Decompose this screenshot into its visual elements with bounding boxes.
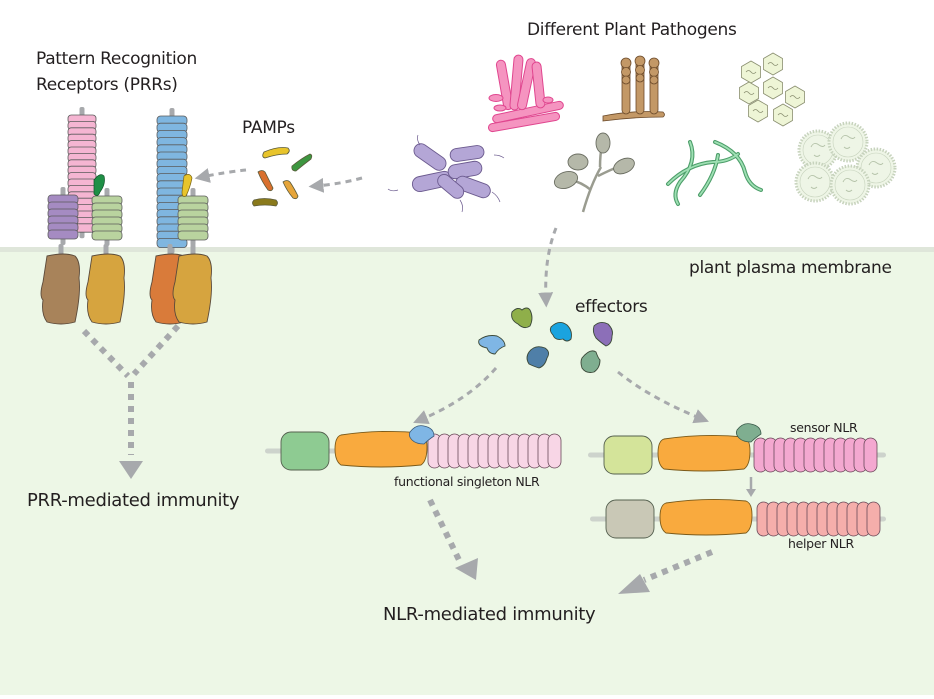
kinase-brown: [40, 253, 80, 325]
effector-green: [511, 307, 533, 329]
pamp-yellow: [262, 147, 290, 159]
prr-green-2-segment: [177, 230, 209, 241]
virus-genome: [767, 86, 779, 90]
pamp-bound-yellow: [181, 174, 193, 197]
arrow-head-prr: [119, 461, 143, 479]
spore-detail: [840, 134, 856, 149]
cell-interior: [0, 250, 934, 695]
nlr-immunity-label: NLR-mediated immunity: [383, 604, 596, 625]
nlr-lrr-repeat: [863, 437, 878, 473]
membrane-label: plant plasma membrane: [689, 258, 892, 278]
virus-genome: [777, 113, 789, 117]
effector-sage: [580, 350, 601, 373]
spore-detail: [842, 177, 858, 192]
spore-detail: [807, 174, 823, 189]
virus-genome: [789, 95, 801, 99]
virus-genome: [745, 70, 757, 74]
arrow-effector-to-sensor: [617, 370, 709, 424]
prr-purple-segment: [47, 229, 79, 240]
effector-bound-blue: [408, 425, 435, 445]
pamp-olive: [252, 198, 278, 207]
arrow-prr-to-immunity: [81, 323, 181, 455]
sensor-nlr: [588, 423, 886, 475]
effector-steel-blue: [526, 346, 550, 369]
effector-light-blue: [478, 335, 506, 355]
sensor-nlr-label: sensor NLR: [790, 420, 858, 435]
arrow-effector-to-singleton: [413, 367, 498, 425]
spore-detail: [810, 142, 826, 157]
pamp-green: [291, 153, 313, 172]
nlr-n-terminal-domain: [603, 435, 653, 475]
pamp-orange: [257, 170, 274, 192]
effector-bound-sage: [735, 423, 762, 443]
kinase-gold: [85, 253, 125, 325]
spore-body: [832, 126, 864, 158]
effectors-cluster: [478, 307, 613, 373]
fungus-brown-icon: [602, 55, 665, 122]
arrow-pathogen-to-pamps: [308, 176, 363, 193]
helper-nlr: [590, 498, 886, 539]
arrow-head-helper: [618, 574, 650, 594]
nlr-lrr-repeat: [547, 433, 562, 469]
singleton-nlr: [265, 425, 562, 471]
prr-green-segment: [91, 230, 123, 241]
nlr-n-terminal-domain: [605, 499, 655, 539]
pamps-cluster: [252, 147, 313, 207]
arrow-head-singleton: [455, 558, 478, 580]
spore-body: [834, 169, 866, 201]
spore-body: [802, 134, 834, 166]
arrow-head-sensor-helper: [746, 489, 756, 497]
prr-title: Pattern Recognition Receptors (PRRs): [36, 46, 197, 98]
virus-genome: [767, 62, 779, 66]
virus-genome: [752, 109, 764, 113]
prr-immunity-label: PRR-mediated immunity: [27, 490, 240, 511]
pamps-label: PAMPs: [242, 118, 295, 138]
prr-complex-2: [149, 108, 212, 325]
arrow-pamps-to-prr: [194, 168, 247, 183]
helper-nlr-label: helper NLR: [788, 536, 854, 551]
nlr-n-terminal-domain: [280, 431, 330, 471]
nlr-nb-arc-domain: [657, 434, 751, 472]
effector-purple: [592, 321, 613, 347]
virus-hexagon-icon: [739, 52, 805, 127]
spore-detail: [868, 160, 884, 175]
prr-title-line2: Receptors (PRRs): [36, 75, 178, 95]
oomycete-icon: [553, 132, 635, 213]
spore-cluster-icon: [794, 121, 897, 206]
bacteria-icon: [387, 134, 505, 213]
effector-cyan: [549, 322, 572, 342]
prr-title-line1: Pattern Recognition: [36, 49, 197, 69]
virus-genome: [743, 91, 755, 95]
arrow-pathogen-to-effectors: [538, 227, 558, 308]
nlr-lrr-repeat: [866, 501, 881, 537]
kinase-gold-2: [172, 253, 212, 325]
nematode-icon-inner: [667, 141, 762, 205]
singleton-nlr-label: functional singleton NLR: [394, 474, 540, 489]
plasma-membrane: [0, 247, 934, 252]
spore-body: [799, 166, 831, 198]
pamp-amber: [282, 180, 299, 200]
nlr-nb-arc-domain: [659, 498, 753, 536]
prr-complex-1: [40, 107, 125, 325]
effectors-label: effectors: [575, 297, 648, 317]
pathogens-title: Different Plant Pathogens: [527, 20, 737, 40]
pamp-bound-green: [93, 174, 105, 196]
fungus-pink-icon: [487, 54, 564, 133]
arrow-nlr-to-immunity: [427, 498, 714, 583]
